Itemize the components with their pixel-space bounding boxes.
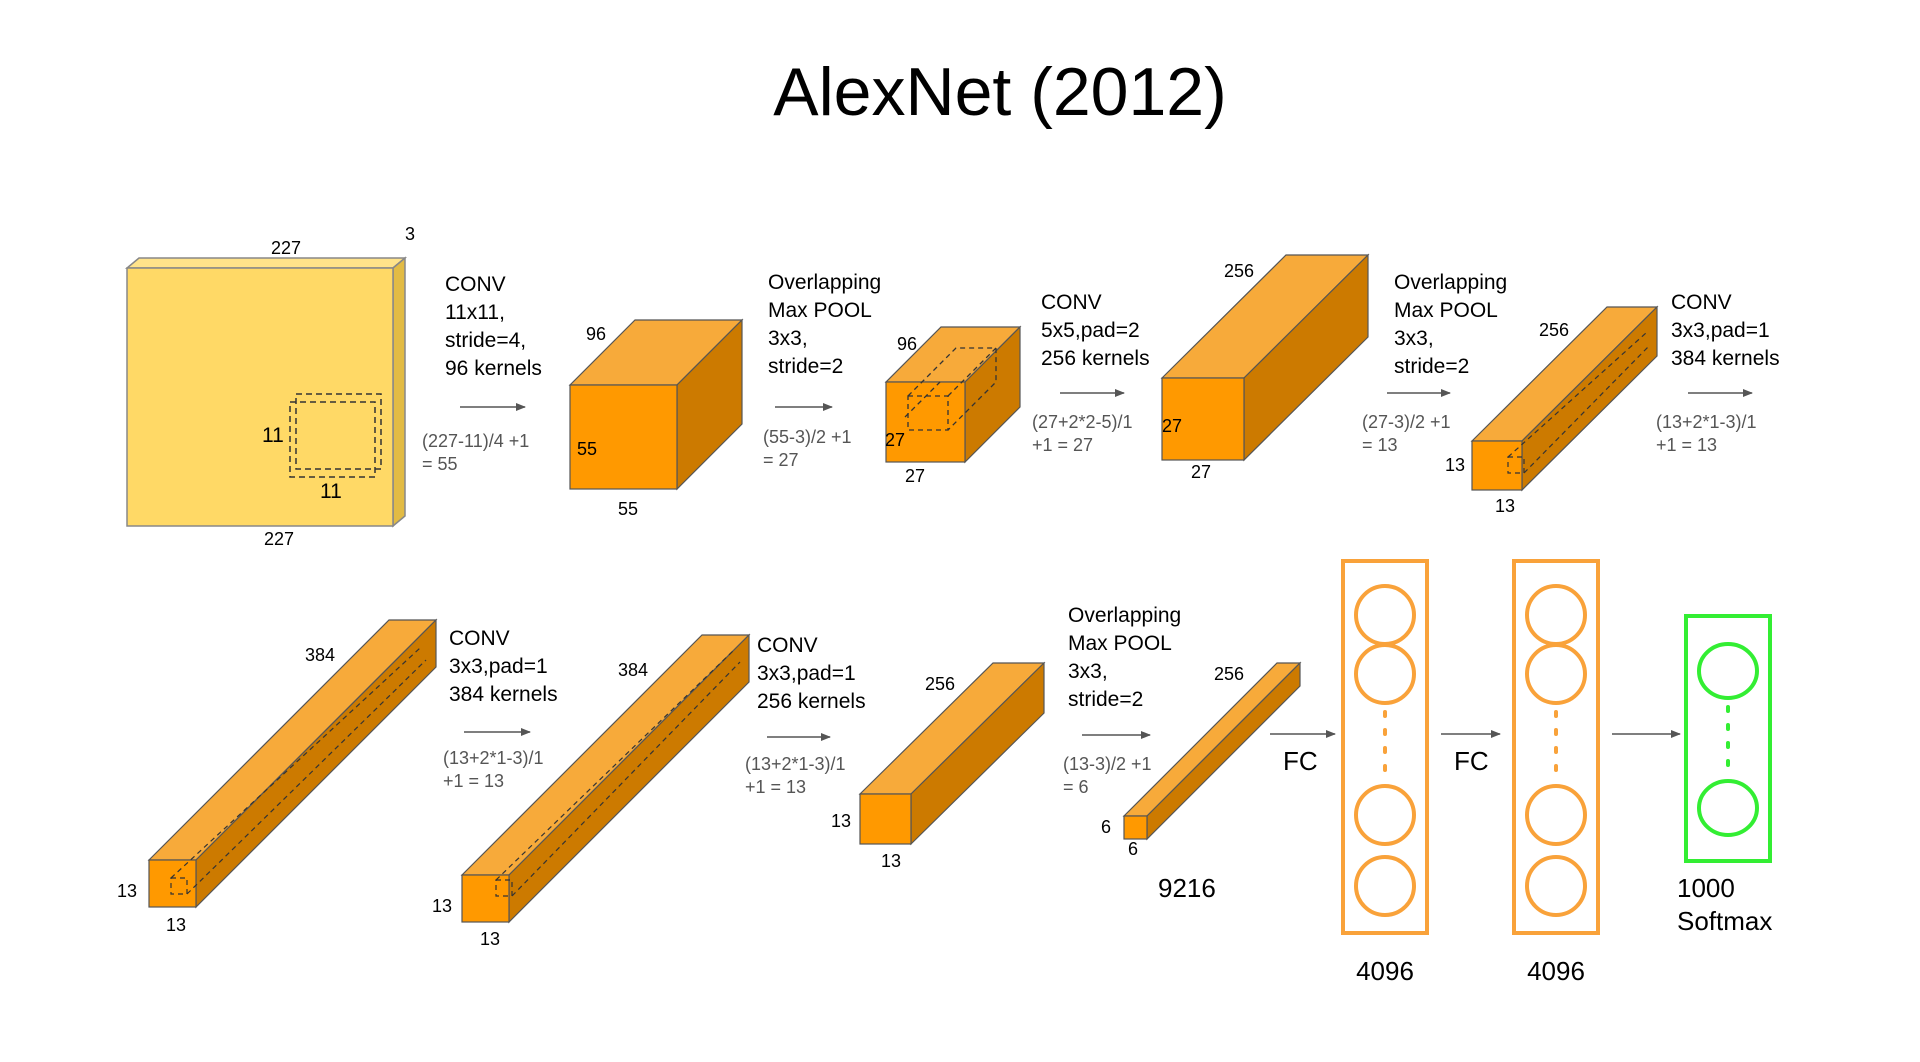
volume-4-width-label: 13 xyxy=(1495,496,1515,516)
fc2-neuron-4 xyxy=(1525,855,1587,917)
input-kernel-w-label: 11 xyxy=(320,480,342,503)
conv2-label: CONV 5x5,pad=2 256 kernels xyxy=(1041,291,1150,370)
input-volume xyxy=(124,256,408,528)
fc1-box xyxy=(1341,559,1429,935)
pool1-label: Overlapping Max POOL 3x3, stride=2 xyxy=(768,271,887,378)
fc2-neuron-1 xyxy=(1525,584,1587,646)
volume-8-front xyxy=(1123,815,1148,840)
fc2-neuron-2 xyxy=(1525,643,1587,705)
fc2-layer xyxy=(1512,559,1600,935)
volume-8-side xyxy=(1146,661,1301,841)
volume-3-width-label: 27 xyxy=(1191,462,1211,482)
volume-4-kernel-trail xyxy=(1507,332,1651,474)
volume-2-height-label: 27 xyxy=(885,430,905,450)
conv1-calc: (227-11)/4 +1 = 55 xyxy=(422,431,534,474)
volume-13x13x384-b xyxy=(460,633,751,924)
fc2-box xyxy=(1512,559,1600,935)
conv4-label: CONV 3x3,pad=1 384 kernels xyxy=(449,627,558,706)
volume-7-height-label: 13 xyxy=(831,811,851,831)
volume-5-width-label: 13 xyxy=(166,915,186,935)
conv5-calc: (13+2*1-3)/1 +1 = 13 xyxy=(745,754,851,797)
pool3-calc: (13-3)/2 +1 = 6 xyxy=(1063,754,1157,797)
conv5-label: CONV 3x3,pad=1 256 kernels xyxy=(757,634,866,713)
fc1-neuron-3 xyxy=(1354,784,1416,846)
input-kernel-h-label: 11 xyxy=(262,424,284,447)
volume-1-front xyxy=(569,384,678,490)
fc2-neuron-3 xyxy=(1525,784,1587,846)
volume-3-height-label: 27 xyxy=(1162,416,1182,436)
input-front-face xyxy=(126,267,394,527)
volume-3-depth-label: 256 xyxy=(1224,261,1254,281)
input-side-face xyxy=(392,256,406,528)
pool3-label: Overlapping Max POOL 3x3, stride=2 xyxy=(1068,604,1187,711)
volume-13x13x384-a xyxy=(147,618,438,909)
volume-8-width-label: 6 xyxy=(1128,839,1138,859)
volume-2-depth-label: 96 xyxy=(897,334,917,354)
input-height-label: 227 xyxy=(264,529,294,549)
volume-8-depth-label: 256 xyxy=(1214,664,1244,684)
volume-2-width-label: 27 xyxy=(905,466,925,486)
diagram-title: AlexNet (2012) xyxy=(773,54,1227,130)
conv4-calc: (13+2*1-3)/1 +1 = 13 xyxy=(443,748,549,791)
fc1-label: FC xyxy=(1283,746,1318,776)
volume-5-depth-label: 384 xyxy=(305,645,335,665)
volume-13x13x256-b xyxy=(858,661,1046,846)
conv1-label: CONV 11x11, stride=4, 96 kernels xyxy=(445,273,542,380)
volume-6-depth-label: 384 xyxy=(618,660,648,680)
input-depth-label: 3 xyxy=(405,224,415,244)
conv3-label: CONV 3x3,pad=1 384 kernels xyxy=(1671,291,1780,370)
fc1-units-label: 4096 xyxy=(1356,956,1414,986)
pool1-calc: (55-3)/2 +1 = 27 xyxy=(763,427,857,470)
volume-27x27x256 xyxy=(1160,253,1370,462)
volume-7-depth-label: 256 xyxy=(925,674,955,694)
volume-1-depth-label: 96 xyxy=(586,324,606,344)
volume-8-top xyxy=(1122,662,1302,817)
volume-6-width-label: 13 xyxy=(480,929,500,949)
softmax-units-label: 1000 xyxy=(1677,873,1735,903)
volume-2-pool-window xyxy=(904,347,997,431)
volume-6-kernel-trail xyxy=(495,649,741,897)
volume-2-front xyxy=(885,381,966,463)
volume-13x13x256 xyxy=(1470,305,1659,492)
fc1-neuron-1 xyxy=(1354,584,1416,646)
volume-4-height-label: 13 xyxy=(1445,455,1465,475)
softmax-layer xyxy=(1684,614,1772,863)
input-receptive-field xyxy=(289,393,382,478)
softmax-activation-label: Softmax xyxy=(1677,906,1772,936)
fc1-layer xyxy=(1341,559,1429,935)
volume-6-height-label: 13 xyxy=(432,896,452,916)
volume-5-height-label: 13 xyxy=(117,881,137,901)
volume-7-width-label: 13 xyxy=(881,851,901,871)
volume-1-height-label: 55 xyxy=(577,439,597,459)
pool2-label: Overlapping Max POOL 3x3, stride=2 xyxy=(1394,271,1513,378)
fc2-label: FC xyxy=(1454,746,1489,776)
volume-5-top xyxy=(147,619,438,861)
pool2-calc: (27-3)/2 +1 = 13 xyxy=(1362,412,1456,455)
conv2-calc: (27+2*2-5)/1 +1 = 27 xyxy=(1032,412,1138,455)
fc2-units-label: 4096 xyxy=(1527,956,1585,986)
volume-7-front xyxy=(859,793,912,845)
conv3-calc: (13+2*1-3)/1 +1 = 13 xyxy=(1656,412,1762,455)
volume-4-front xyxy=(1471,440,1523,491)
volume-6-front xyxy=(461,874,510,923)
volume-5-front xyxy=(148,859,197,908)
volume-8-height-label: 6 xyxy=(1101,817,1111,837)
flatten-size-label: 9216 xyxy=(1158,873,1216,903)
volume-5-kernel-trail xyxy=(170,647,427,895)
fc1-neuron-4 xyxy=(1354,855,1416,917)
volume-3-front xyxy=(1161,377,1245,461)
fc1-neuron-2 xyxy=(1354,643,1416,705)
softmax-box xyxy=(1684,614,1772,863)
input-top-face xyxy=(124,257,408,269)
volume-6x6x256 xyxy=(1122,661,1302,841)
input-width-label: 227 xyxy=(271,238,301,258)
softmax-neuron-1 xyxy=(1697,642,1759,700)
softmax-neuron-2 xyxy=(1697,779,1759,837)
volume-27x27x96 xyxy=(884,325,1022,464)
volume-1-width-label: 55 xyxy=(618,499,638,519)
volume-4-depth-label: 256 xyxy=(1539,320,1569,340)
volume-55x55x96 xyxy=(568,318,744,491)
